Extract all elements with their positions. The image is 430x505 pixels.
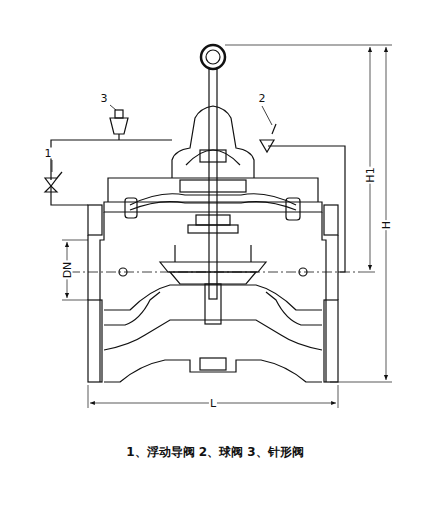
callout-number: 1: [44, 148, 53, 159]
dimension-label: DN: [62, 261, 73, 280]
dimension-label: H: [381, 220, 392, 230]
dimension-label: H1: [365, 166, 376, 183]
callout-number: 2: [258, 93, 267, 104]
callout-number: 3: [100, 93, 109, 104]
caption: 1、浮动导阀 2、球阀 3、针形阀: [126, 446, 303, 458]
dimension-label: L: [209, 398, 217, 409]
